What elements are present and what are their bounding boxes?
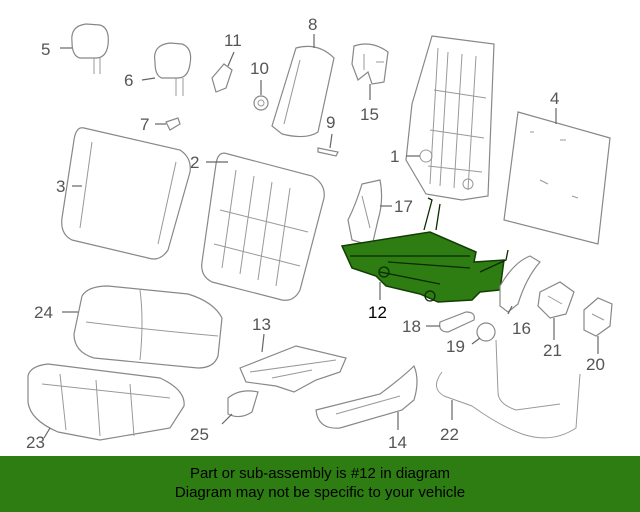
- callout-4[interactable]: 4: [550, 89, 559, 108]
- part-18-handle: 18: [402, 311, 475, 336]
- callout-12[interactable]: 12: [368, 303, 387, 322]
- callout-15[interactable]: 15: [360, 105, 379, 124]
- part-4-back-board: 4: [503, 89, 611, 245]
- callout-19[interactable]: 19: [446, 337, 465, 356]
- callout-5[interactable]: 5: [41, 40, 50, 59]
- callout-23[interactable]: 23: [26, 433, 45, 452]
- part-11-clip: 11: [211, 31, 242, 93]
- banner-line-2: Diagram may not be specific to your vehi…: [174, 484, 466, 501]
- callout-17[interactable]: 17: [394, 197, 413, 216]
- callout-9[interactable]: 9: [326, 113, 335, 132]
- part-6-headrest: 6: [124, 42, 192, 96]
- part-14-side-cover: 14: [315, 364, 418, 452]
- part-5-headrest: 5: [41, 23, 109, 74]
- parts-diagram: 5 6 11 10 8 15 7: [26, 15, 613, 452]
- part-12-cushion-frame-highlight[interactable]: 12: [340, 197, 509, 322]
- callout-6[interactable]: 6: [124, 71, 133, 90]
- callout-11[interactable]: 11: [224, 31, 242, 50]
- callout-25[interactable]: 25: [190, 425, 209, 444]
- part-10-grommet: 10: [250, 59, 269, 111]
- part-3-seatback-cover: 3: [56, 127, 191, 260]
- part-24-cushion-cover: 24: [34, 285, 223, 369]
- part-19-knob: 19: [446, 322, 496, 356]
- callout-14[interactable]: 14: [388, 433, 407, 452]
- part-7-bolt: 7: [140, 115, 181, 134]
- banner-line-1: Part or sub-assembly is #12 in diagram: [189, 465, 451, 482]
- callout-13[interactable]: 13: [252, 315, 271, 334]
- part-20-hinge-cover: 20: [583, 297, 613, 374]
- callout-8[interactable]: 8: [308, 15, 317, 34]
- callout-21[interactable]: 21: [543, 341, 562, 360]
- part-25-cover: 25: [190, 390, 259, 444]
- part-1-seatback-frame: 1: [390, 35, 495, 201]
- callout-7[interactable]: 7: [140, 115, 149, 134]
- part-2-seatback-pad: 2: [190, 152, 325, 301]
- callout-20[interactable]: 20: [586, 355, 605, 374]
- part-16-trim: 16: [499, 255, 541, 338]
- part-22-cable: 22: [436, 339, 581, 444]
- part-15-bracket: 15: [351, 43, 389, 124]
- callout-10[interactable]: 10: [250, 59, 269, 78]
- part-21-hinge-cover: 21: [537, 281, 575, 360]
- callout-16[interactable]: 16: [512, 319, 531, 338]
- part-9-bolt: 9: [317, 113, 339, 157]
- callout-24[interactable]: 24: [34, 303, 53, 322]
- callout-3[interactable]: 3: [56, 177, 65, 196]
- callout-18[interactable]: 18: [402, 317, 421, 336]
- part-23-cushion-pad: 23: [26, 363, 185, 452]
- callout-1[interactable]: 1: [390, 147, 399, 166]
- callout-22[interactable]: 22: [440, 425, 459, 444]
- part-13-bracket: 13: [239, 315, 347, 393]
- notice-banner: Part or sub-assembly is #12 in diagram D…: [0, 456, 640, 512]
- callout-2[interactable]: 2: [190, 153, 199, 172]
- part-8-panel: 8: [271, 15, 335, 138]
